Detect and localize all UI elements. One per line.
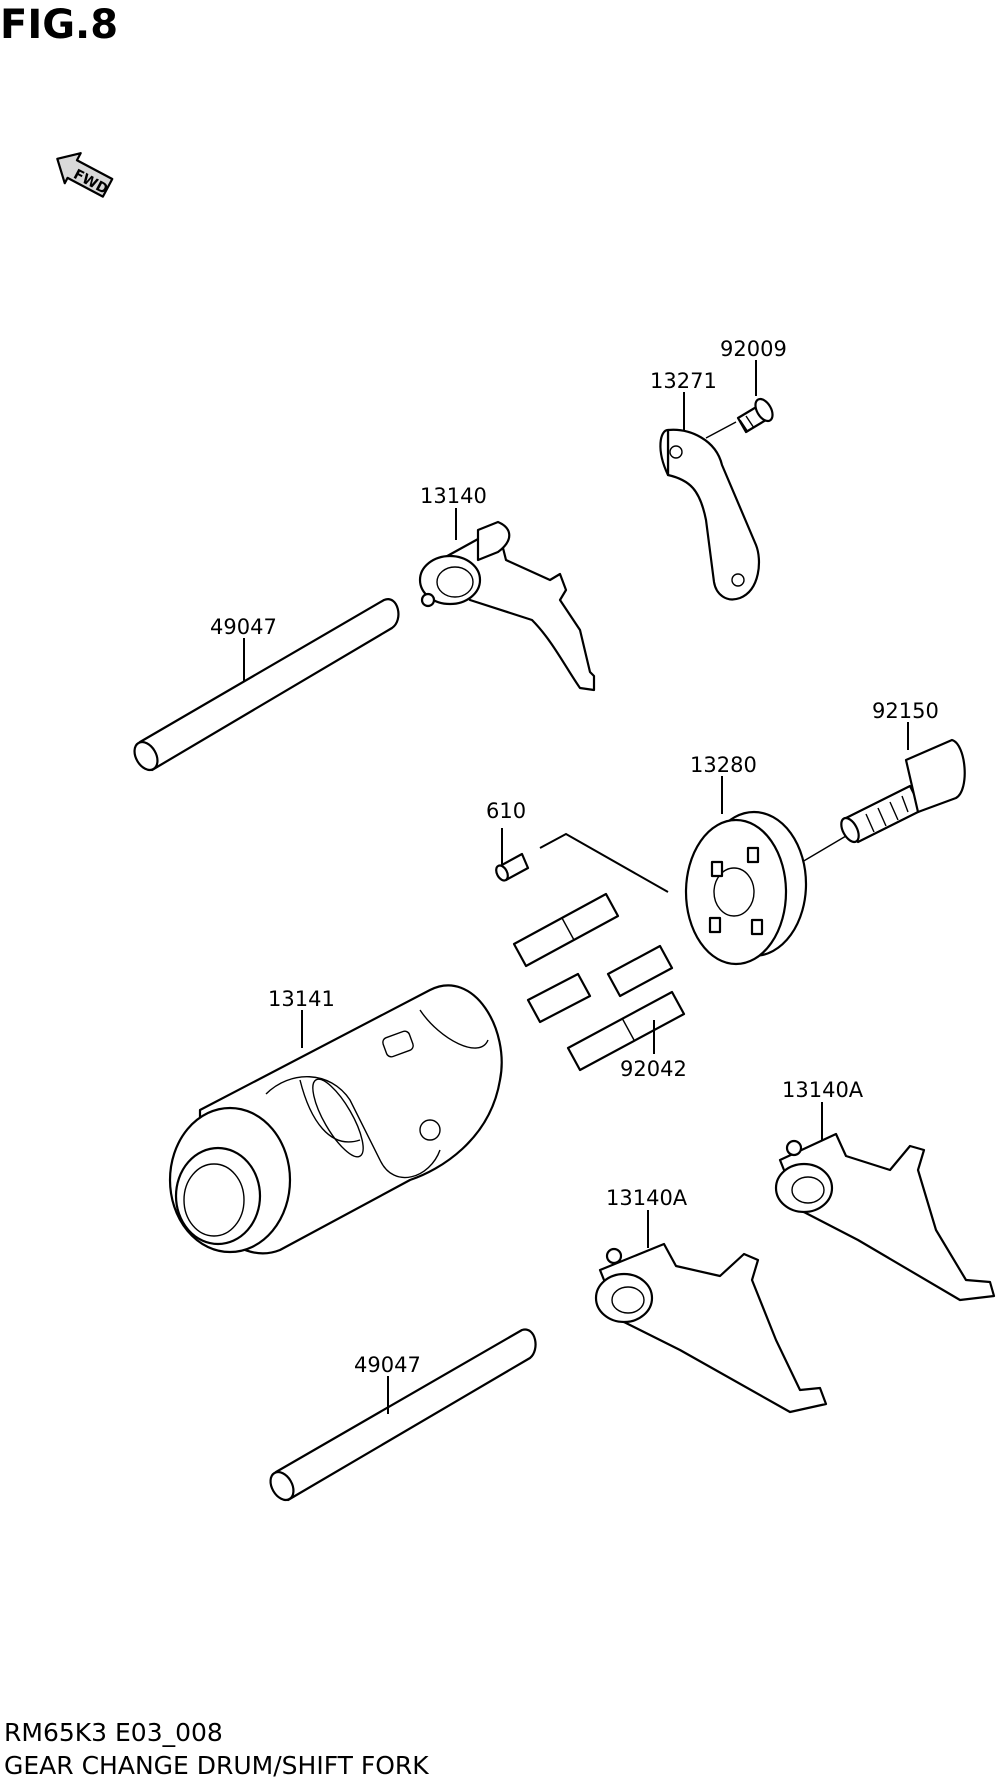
callout-13140A-left: 13140A bbox=[606, 1186, 688, 1210]
part-13271-stopper-plate bbox=[659, 428, 761, 601]
part-92009-screw bbox=[705, 397, 774, 439]
part-92042-pins bbox=[512, 892, 686, 1072]
callout-92009: 92009 bbox=[720, 337, 787, 361]
part-49047-lower-shaft bbox=[269, 1328, 537, 1502]
part-13141-gear-change-drum bbox=[168, 984, 503, 1255]
callout-92042: 92042 bbox=[620, 1057, 687, 1081]
fwd-arrow-icon: FWD bbox=[56, 152, 114, 198]
part-610-pin bbox=[495, 832, 669, 893]
callout-13280: 13280 bbox=[690, 753, 757, 777]
figure-title: FIG.8 bbox=[0, 2, 119, 48]
part-13140-shift-fork bbox=[418, 520, 596, 692]
callout-49047-upper: 49047 bbox=[210, 615, 277, 639]
callout-13141: 13141 bbox=[268, 987, 335, 1011]
callout-leader-lines bbox=[243, 360, 909, 1414]
callout-610: 610 bbox=[486, 799, 526, 823]
callout-13271: 13271 bbox=[650, 369, 717, 393]
callout-13140: 13140 bbox=[420, 484, 487, 508]
diagram-code: RM65K3 E03_008 bbox=[4, 1718, 223, 1747]
part-92150-bolt bbox=[801, 738, 966, 863]
callout-49047-lower: 49047 bbox=[354, 1353, 421, 1377]
part-13140A-left-shift-fork bbox=[594, 1242, 828, 1414]
part-49047-upper-shaft bbox=[133, 598, 400, 772]
diagram-title: GEAR CHANGE DRUM/SHIFT FORK bbox=[4, 1751, 429, 1780]
callout-13140A-right: 13140A bbox=[782, 1078, 864, 1102]
part-13280-cam-gear bbox=[684, 810, 808, 966]
callout-92150: 92150 bbox=[872, 699, 939, 723]
part-13140A-right-shift-fork bbox=[774, 1132, 996, 1302]
